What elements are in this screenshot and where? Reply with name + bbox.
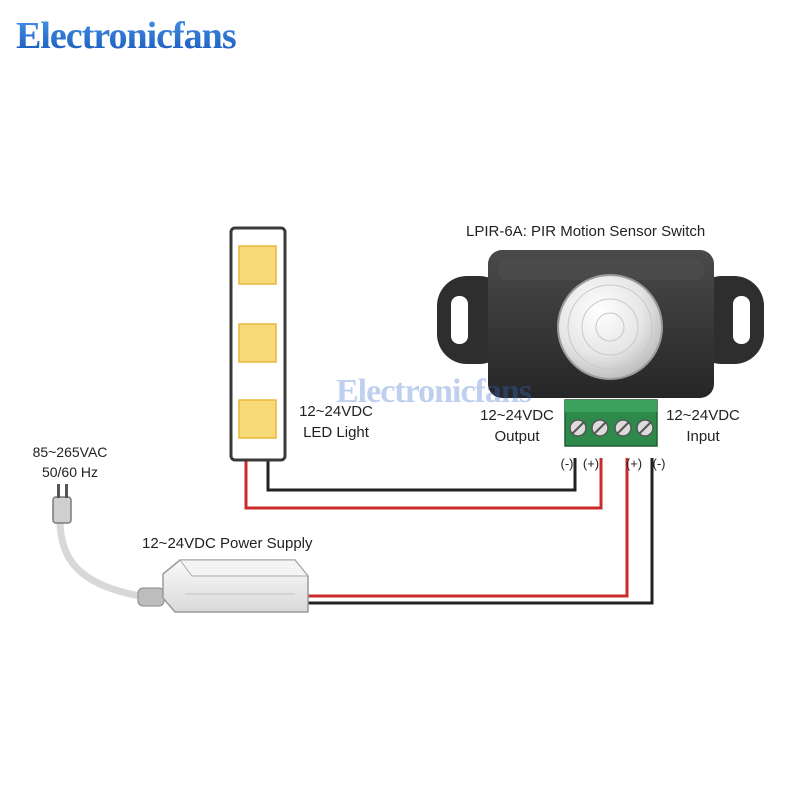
ac-label-line2: 50/60 Hz xyxy=(42,464,98,480)
polarity-input-negative: (-) xyxy=(653,456,666,471)
pir-dome xyxy=(557,274,663,380)
polarity-output-positive: (+) xyxy=(583,456,599,471)
led-label-line1: 12~24VDC xyxy=(299,403,373,420)
wire-supply-positive xyxy=(300,458,629,598)
ac-plug xyxy=(52,484,72,524)
led-chip xyxy=(238,399,277,439)
power-supply-label: 12~24VDC Power Supply xyxy=(142,535,313,552)
polarity-output-negative: (-) xyxy=(561,456,574,471)
wire-led-positive xyxy=(244,455,603,510)
input-label-line1: 12~24VDC xyxy=(666,407,740,424)
power-supply xyxy=(137,559,310,613)
input-label-line2: Input xyxy=(686,428,720,445)
wire-led-negative xyxy=(266,455,577,492)
wires xyxy=(56,455,654,605)
led-chip xyxy=(238,245,277,285)
led-chip xyxy=(238,323,277,363)
sensor-title: LPIR-6A: PIR Motion Sensor Switch xyxy=(466,223,705,240)
terminal-screws xyxy=(569,419,654,437)
output-label-line1: 12~24VDC xyxy=(480,407,554,424)
led-label-line2: LED Light xyxy=(303,424,370,441)
pir-sensor-switch xyxy=(437,250,764,447)
wire-supply-negative xyxy=(300,458,654,605)
led-strip xyxy=(229,226,287,462)
ac-label-line1: 85~265VAC xyxy=(33,444,108,460)
plug-prong xyxy=(57,484,60,498)
brand-watermark: Electronicfans xyxy=(336,373,532,410)
ac-cable xyxy=(56,519,141,600)
mount-hole xyxy=(451,296,468,344)
output-label-line2: Output xyxy=(494,428,540,445)
plug-prong xyxy=(65,484,68,498)
brand-logo: Electronicfans xyxy=(16,15,236,57)
mount-hole xyxy=(733,296,750,344)
polarity-input-positive: (+) xyxy=(626,456,642,471)
